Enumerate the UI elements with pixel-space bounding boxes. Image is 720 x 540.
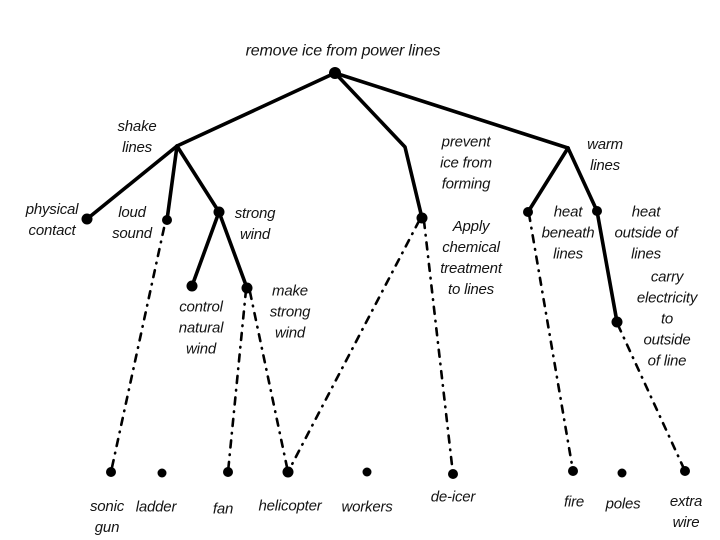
node-label-heat-outside-lines: heat outside of lines xyxy=(614,203,678,263)
node-label-make-strong-wind: make strong wind xyxy=(269,282,311,342)
edge-apply-chemical-to-de-icer xyxy=(422,219,455,476)
node-label-heat-beneath-lines: heat beneath lines xyxy=(541,203,595,263)
edge-loud-sound-to-sonic-gun xyxy=(109,226,166,474)
edge-strong-wind-to-control-natural-wind xyxy=(190,210,221,288)
node-label-physical-contact: physical contact xyxy=(25,201,79,239)
edge-carry-electricity-to-extra-wire xyxy=(616,323,687,473)
edge-heat-beneath-lines-to-fire xyxy=(527,212,575,473)
edge-apply-chemical-to-helicopter xyxy=(286,219,421,474)
node-dot-root xyxy=(329,67,341,79)
edge-heat-outside-lines-to-carry-electricity xyxy=(595,209,619,324)
node-dot-make-strong-wind xyxy=(241,282,253,294)
node-label-ladder: ladder xyxy=(135,498,177,516)
edge-shake-lines-to-loud-sound xyxy=(165,144,179,222)
node-label-warm-lines: warm lines xyxy=(587,136,623,174)
edge-make-strong-wind-to-fan xyxy=(226,288,248,474)
node-label-helicopter: helicopter xyxy=(258,497,322,515)
node-label-sonic-gun: sonic gun xyxy=(89,498,125,536)
node-dot-sonic-gun xyxy=(106,467,116,477)
node-label-control-natural-wind: control natural wind xyxy=(178,298,224,358)
node-dot-carry-electricity xyxy=(611,316,623,328)
node-label-fire: fire xyxy=(563,493,585,511)
node-label-loud-sound: loud sound xyxy=(112,204,152,242)
edge-warm-lines-to-heat-outside-lines xyxy=(566,146,599,213)
node-dot-control-natural-wind xyxy=(186,280,198,292)
node-label-carry-electricity: carry electricity to outside of line xyxy=(636,268,698,370)
node-dot-de-icer xyxy=(448,469,458,479)
node-dot-ladder xyxy=(157,468,167,478)
node-dot-heat-beneath-lines xyxy=(523,207,533,217)
edge-warm-lines-to-heat-beneath-lines xyxy=(526,146,570,214)
node-label-apply-chemical: Apply chemical treatment to lines xyxy=(440,218,502,298)
node-label-extra-wire: extra wire xyxy=(669,493,703,531)
node-dot-fan xyxy=(223,467,233,477)
node-label-root: remove ice from power lines xyxy=(245,42,441,60)
node-label-fan: fan xyxy=(212,500,234,518)
node-dot-poles xyxy=(617,468,627,478)
node-label-strong-wind: strong wind xyxy=(234,205,276,243)
node-dot-physical-contact xyxy=(81,213,93,225)
node-dot-fire xyxy=(568,466,578,476)
node-label-de-icer: de-icer xyxy=(430,488,476,506)
node-label-prevent-ice: prevent ice from forming xyxy=(440,133,492,193)
node-label-shake-lines: shake lines xyxy=(117,118,157,156)
edge-root-to-shake-lines xyxy=(175,71,337,148)
edge-root-to-apply-chemical xyxy=(333,71,424,220)
node-dot-heat-outside-lines xyxy=(592,206,602,216)
node-dot-strong-wind xyxy=(213,206,225,218)
edge-make-strong-wind-to-helicopter xyxy=(248,290,290,474)
edge-root-to-warm-lines xyxy=(333,71,570,150)
node-dot-workers xyxy=(362,467,372,477)
node-dot-helicopter xyxy=(282,466,294,478)
edge-shake-lines-to-physical-contact xyxy=(85,144,179,221)
node-dot-loud-sound xyxy=(162,215,172,225)
node-label-poles: poles xyxy=(605,495,641,513)
edge-strong-wind-to-make-strong-wind xyxy=(217,210,249,290)
node-label-workers: workers xyxy=(341,498,393,516)
edge-shake-lines-to-strong-wind xyxy=(175,144,221,214)
node-dot-extra-wire xyxy=(680,466,690,476)
node-dot-apply-chemical xyxy=(416,212,428,224)
